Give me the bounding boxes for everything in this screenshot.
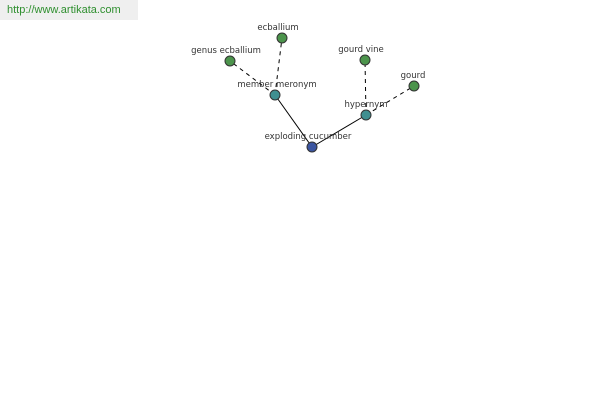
source-banner: http://www.artikata.com	[0, 0, 138, 20]
node-ecballium[interactable]	[276, 32, 288, 44]
label-ecballium[interactable]: ecballium	[257, 23, 298, 33]
label-hypernym[interactable]: hypernym	[344, 100, 387, 110]
label-exploding-cucumber[interactable]: exploding cucumber	[265, 132, 352, 142]
edge-root-hypernym	[311, 114, 367, 148]
node-exploding-cucumber[interactable]	[306, 141, 318, 153]
node-member-meronym[interactable]	[269, 89, 281, 101]
edge-member-meronym-ecballium	[274, 37, 283, 96]
label-member-meronym[interactable]: member meronym	[237, 80, 316, 90]
label-gourd[interactable]: gourd	[401, 71, 426, 81]
edge-hypernym-gourd	[365, 85, 415, 116]
edge-root-member-meronym	[274, 94, 313, 148]
edge-member-meronym-genus-ecballium	[229, 60, 276, 96]
source-link[interactable]: http://www.artikata.com	[7, 4, 121, 16]
label-gourd-vine[interactable]: gourd vine	[338, 45, 383, 55]
label-genus-ecballium[interactable]: genus ecballium	[191, 46, 261, 56]
edge-hypernym-gourd-vine	[364, 59, 367, 116]
node-gourd-vine[interactable]	[359, 54, 371, 66]
node-hypernym[interactable]	[360, 109, 372, 121]
node-gourd[interactable]	[408, 80, 420, 92]
node-genus-ecballium[interactable]	[224, 55, 236, 67]
